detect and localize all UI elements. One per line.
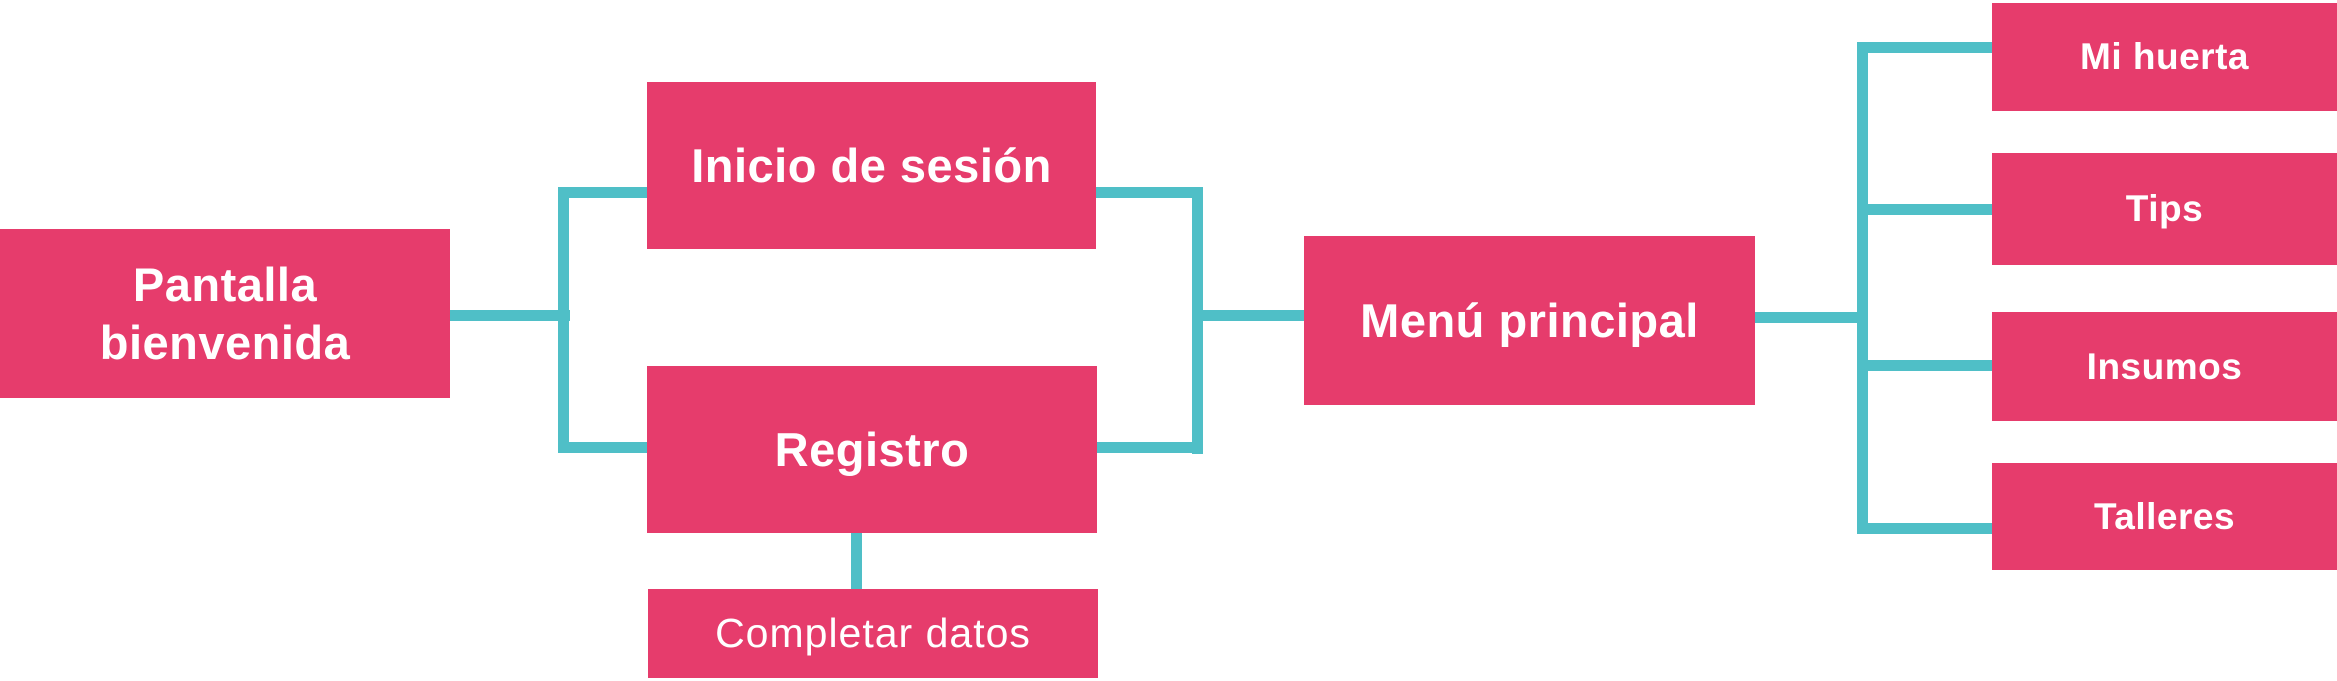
connector-pantalla-to-bracket	[448, 310, 570, 321]
connector-right-bracket-vertical	[1192, 187, 1203, 454]
connector-menu-to-rail	[1755, 312, 1862, 323]
node-talleres-label: Talleres	[2093, 495, 2236, 537]
connector-right-rail-vertical	[1857, 42, 1868, 534]
node-talleres: Talleres	[1992, 463, 2337, 570]
node-inicio-de-sesion-label: Inicio de sesión	[691, 138, 1052, 192]
node-insumos-label: Insumos	[2086, 345, 2243, 387]
node-tips-label: Tips	[2125, 188, 2204, 229]
connector-branch-mi-huerta	[1857, 42, 1992, 53]
connector-bracket-to-menu	[1203, 310, 1304, 321]
node-pantalla-bienvenida: Pantalla bienvenida	[0, 229, 450, 398]
node-registro: Registro	[647, 366, 1097, 533]
node-mi-huerta: Mi huerta	[1992, 3, 2337, 111]
node-menu-principal: Menú principal	[1304, 236, 1755, 405]
connector-registro-to-completar	[851, 533, 862, 589]
node-pantalla-bienvenida-label: Pantalla bienvenida	[99, 258, 351, 369]
node-completar-datos-label: Completar datos	[715, 610, 1031, 656]
node-mi-huerta-label: Mi huerta	[2080, 36, 2249, 77]
connector-branch-insumos	[1862, 360, 1992, 371]
connector-branch-talleres	[1857, 523, 1992, 534]
node-tips: Tips	[1992, 153, 2337, 265]
connector-branch-tips	[1862, 204, 1992, 215]
node-completar-datos: Completar datos	[648, 589, 1098, 678]
node-insumos: Insumos	[1992, 312, 2337, 421]
connector-left-bracket-vertical	[558, 187, 569, 453]
node-registro-label: Registro	[774, 422, 970, 476]
node-inicio-de-sesion: Inicio de sesión	[647, 82, 1096, 249]
node-menu-principal-label: Menú principal	[1360, 293, 1699, 347]
